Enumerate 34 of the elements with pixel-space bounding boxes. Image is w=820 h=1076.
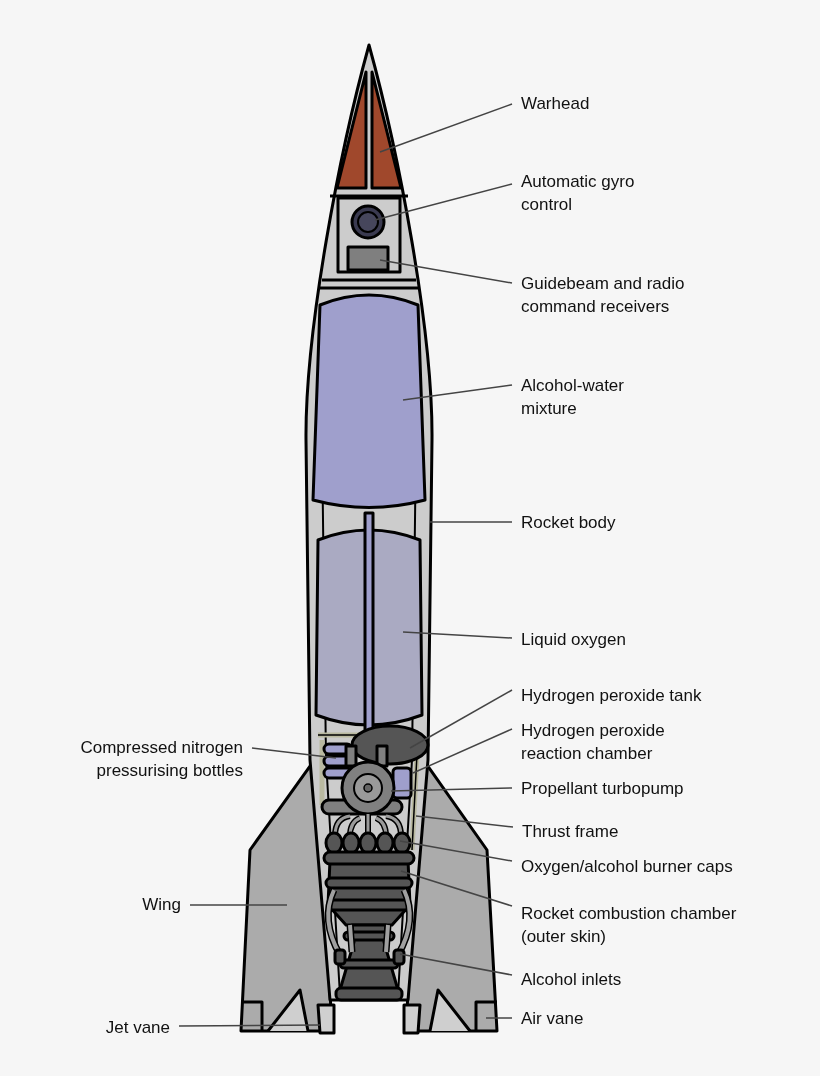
part-label: Rocket body <box>521 511 616 534</box>
part-label: Liquid oxygen <box>521 628 626 651</box>
part-label: Jet vane <box>105 1016 170 1039</box>
leader-line <box>189 904 288 906</box>
part-label: Alcohol inlets <box>521 968 622 991</box>
part-label: Hydrogen peroxide reaction chamber <box>521 719 691 765</box>
part-label: Guidebeam and radio command receivers <box>521 272 706 318</box>
leader-line <box>399 840 513 862</box>
part-label: Hydrogen peroxide tank <box>521 684 702 707</box>
part-label: Wing <box>142 893 181 916</box>
leader-line <box>485 1017 513 1019</box>
part-label: Compressed nitrogen pressurising bottles <box>58 736 243 782</box>
part-label: Warhead <box>521 92 590 115</box>
part-label: Alcohol-water mixture <box>521 374 646 420</box>
part-label: Oxygen/alcohol burner caps <box>521 855 733 878</box>
leader-line <box>379 259 513 284</box>
part-label: Thrust frame <box>522 820 619 843</box>
part-label: Rocket combustion chamber (outer skin) <box>521 902 761 948</box>
part-label: Air vane <box>521 1007 584 1030</box>
leader-line <box>429 521 513 523</box>
leader-line <box>402 384 513 401</box>
part-label: Automatic gyro control <box>521 170 661 216</box>
leader-line <box>251 747 337 759</box>
leader-line <box>399 953 513 976</box>
leader-line <box>415 815 514 828</box>
leader-line <box>374 183 513 221</box>
leader-line <box>379 103 513 153</box>
leader-line <box>409 689 513 749</box>
part-label: Propellant turbopump <box>521 777 684 800</box>
leader-line <box>178 1024 321 1027</box>
leader-line <box>400 870 513 907</box>
leader-line <box>390 787 513 792</box>
leader-line <box>412 728 513 774</box>
leader-line <box>402 631 513 639</box>
